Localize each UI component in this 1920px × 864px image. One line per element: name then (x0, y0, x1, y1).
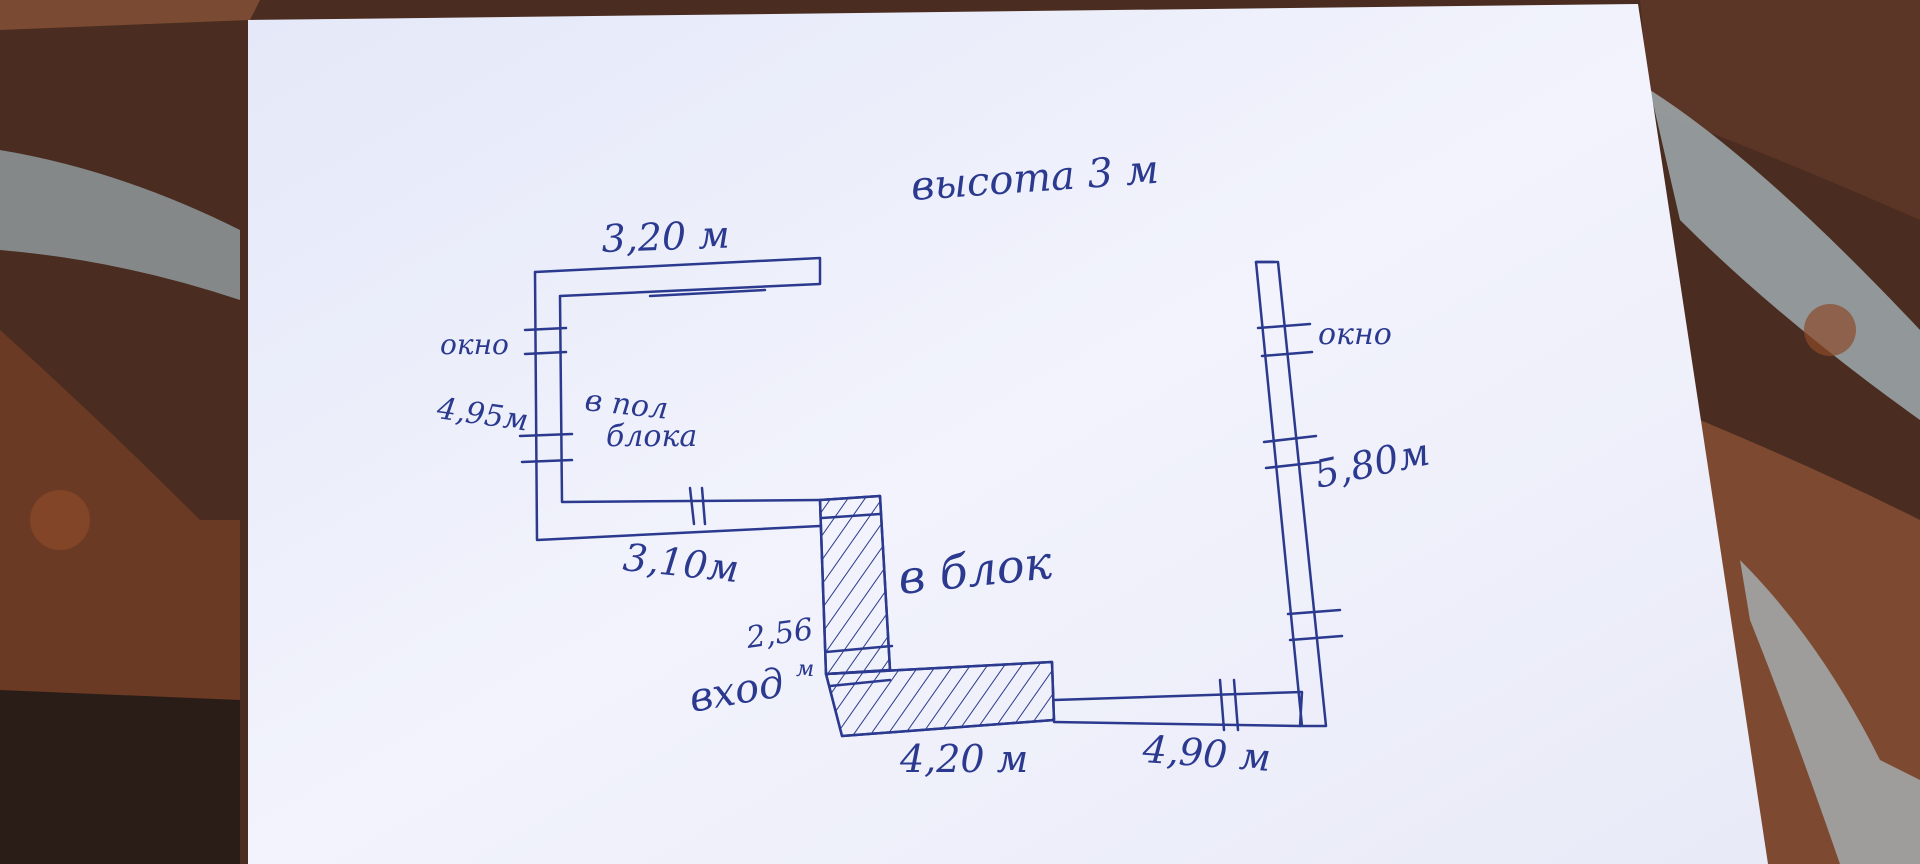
top-left-wall-label: 3,20 м (601, 213, 731, 261)
top-left-wall (533, 256, 822, 298)
half-block-label-line2: блока (606, 419, 697, 454)
half-block-label-line1: в пол (583, 383, 670, 427)
window-right-label: окно (1318, 317, 1392, 352)
top-wall-inner-line (648, 288, 767, 298)
bottom-left-label: 4,20 м (899, 737, 1028, 781)
paper-sheet (248, 4, 1768, 864)
floor-plan (518, 256, 1344, 738)
bottom-right-label: 4,90 м (1140, 727, 1272, 780)
window-left-label: окно (440, 328, 509, 361)
left-wall (533, 270, 822, 542)
partition-unit: м (796, 657, 814, 682)
